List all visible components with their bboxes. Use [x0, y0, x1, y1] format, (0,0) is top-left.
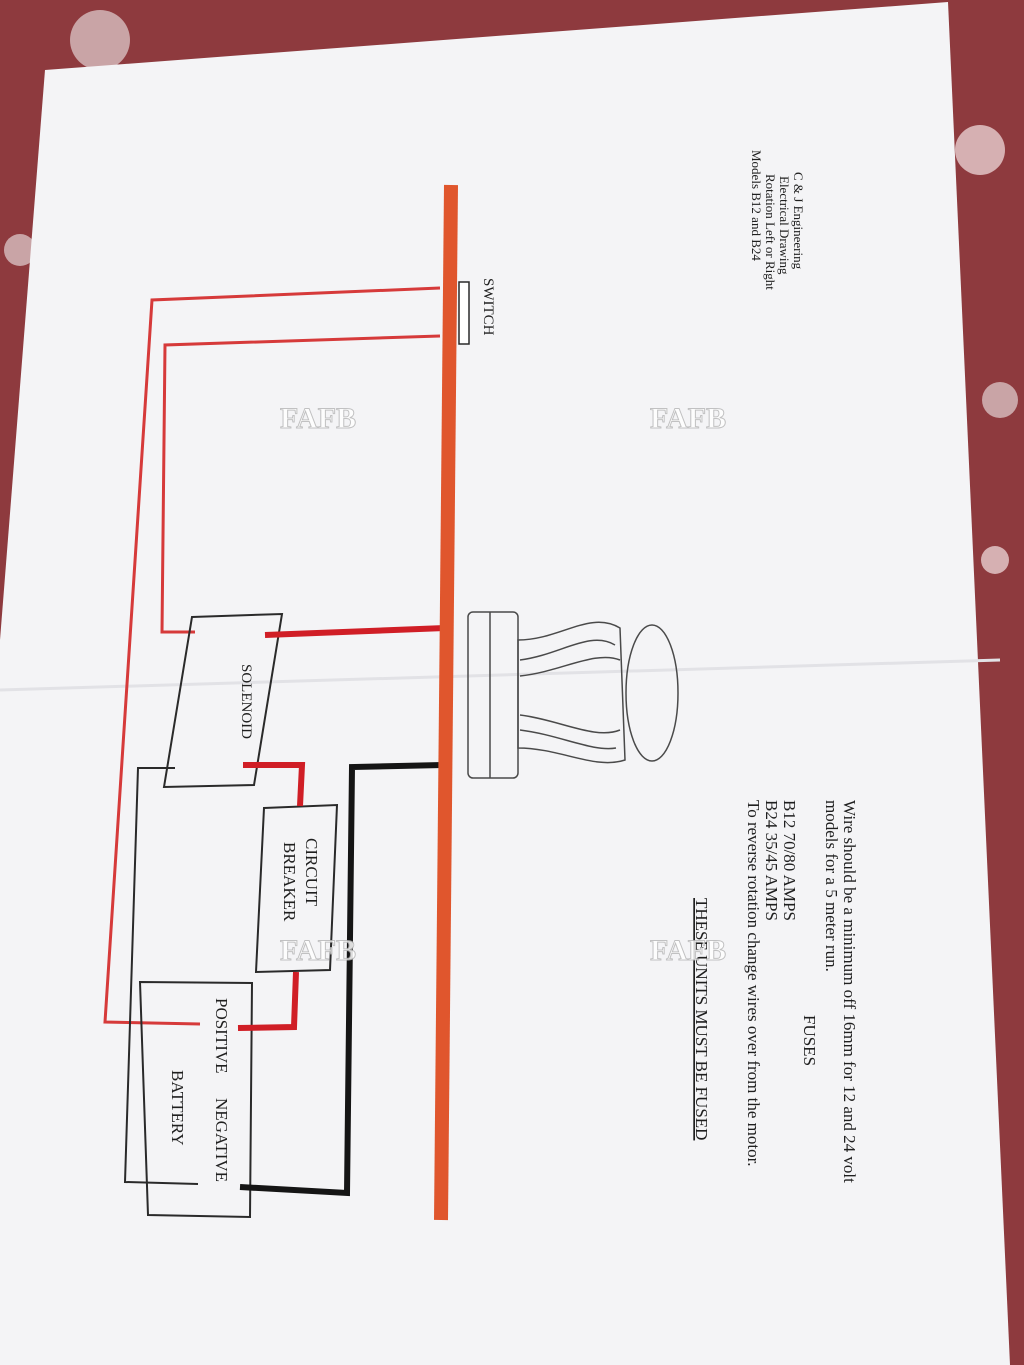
negative-label: NEGATIVE	[212, 1098, 231, 1182]
switch-box	[458, 281, 470, 345]
thin-red-wire-inner	[160, 334, 441, 634]
solenoid-box	[162, 612, 284, 789]
wire-note-line-1: Wire should be a minimum off 16mm for 12…	[840, 800, 859, 1183]
windlass-drawing	[467, 611, 679, 779]
deck-bar	[434, 184, 458, 1221]
thick-red-wire-switch-solenoid	[264, 625, 446, 638]
battery-label: BATTERY	[168, 1070, 187, 1146]
switch-label: SWITCH	[480, 278, 496, 336]
paper-fold	[0, 658, 1001, 692]
watermark-3: FAFB	[280, 934, 356, 967]
solenoid-label: SOLENOID	[238, 664, 254, 739]
title-line-3: Rotation Left or Right	[763, 174, 778, 290]
thick-black-wire-negative	[239, 762, 444, 1197]
thin-black-wire	[123, 767, 199, 1185]
watermark-2: FAFB	[650, 402, 726, 435]
fuse-b24: B24 35/45 AMPS	[762, 800, 781, 921]
thin-red-wire-outer	[103, 286, 441, 1026]
must-fuse-warning: THESE UNITS MUST BE FUSED	[692, 898, 711, 1140]
circuit-breaker-box	[254, 803, 339, 974]
thick-red-wire-solenoid-breaker	[243, 762, 306, 807]
battery-box	[138, 980, 254, 1219]
title-line-2: Electrical Drawing	[777, 176, 792, 275]
fuses-heading: FUSES	[800, 1015, 819, 1066]
watermark-4: FAFB	[650, 934, 726, 967]
breaker-label: BREAKER	[280, 842, 299, 922]
watermark-1: FAFB	[280, 402, 356, 435]
reverse-note: To reverse rotation change wires over fr…	[744, 800, 763, 1167]
thick-red-wire-breaker-battery	[237, 971, 299, 1031]
title-block: C & J Engineering Electrical Drawing Rot…	[749, 150, 806, 290]
title-line-1: C & J Engineering	[791, 172, 806, 270]
circuit-label: CIRCUIT	[302, 838, 321, 907]
wire-note-line-2: models for a 5 meter run.	[822, 800, 841, 972]
notes-block: Wire should be a minimum off 16mm for 12…	[692, 800, 859, 1183]
title-line-4: Models B12 and B24	[749, 150, 764, 261]
fuse-b12: B12 70/80 AMPS	[780, 800, 799, 921]
positive-label: POSITIVE	[212, 998, 231, 1074]
